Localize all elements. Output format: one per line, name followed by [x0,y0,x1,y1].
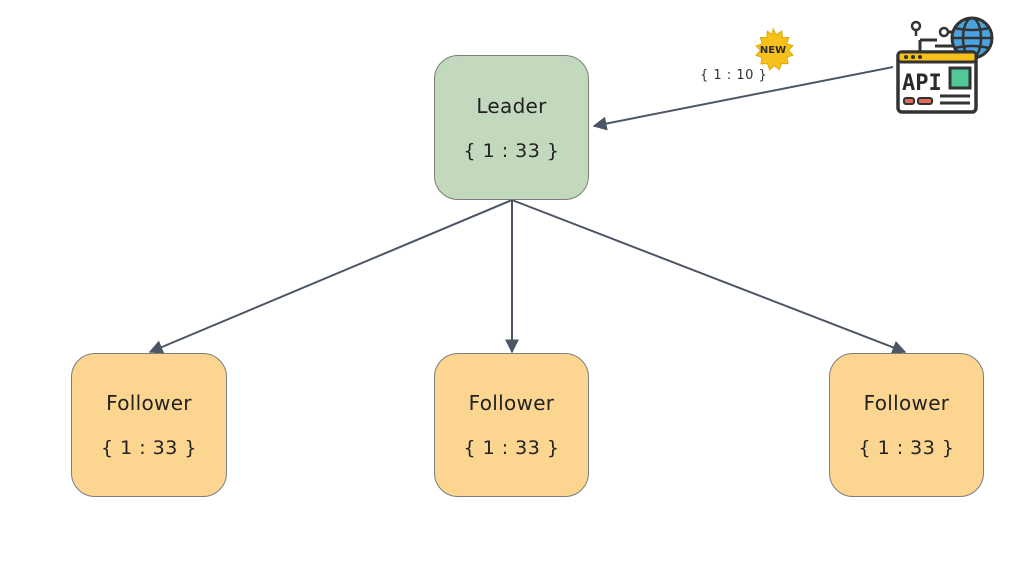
arrow-leader-to-follower-3 [511,199,907,354]
follower-title: Follower [863,391,950,415]
leader-title: Leader [476,93,547,118]
follower-node-3: Follower { 1 : 33 } [829,353,984,497]
arrow-leader-to-follower-1 [148,199,513,354]
follower-value: { 1 : 33 } [858,437,955,459]
follower-title: Follower [468,391,555,415]
arrow-api-to-leader [592,66,894,131]
follower-value: { 1 : 33 } [463,437,560,459]
incoming-write-label: { 1 : 10 } [700,68,768,83]
api-icon-text: API [902,71,942,96]
follower-node-1: Follower { 1 : 33 } [71,353,227,497]
new-badge-icon: NEW [755,27,794,71]
api-icon: API [896,16,994,114]
leader-value: { 1 : 33 } [463,139,560,162]
follower-title: Follower [106,391,192,415]
new-badge-text: NEW [760,45,786,56]
follower-node-2: Follower { 1 : 33 } [434,353,589,497]
leader-node: Leader { 1 : 33 } [434,55,589,200]
follower-value: { 1 : 33 } [100,437,197,459]
